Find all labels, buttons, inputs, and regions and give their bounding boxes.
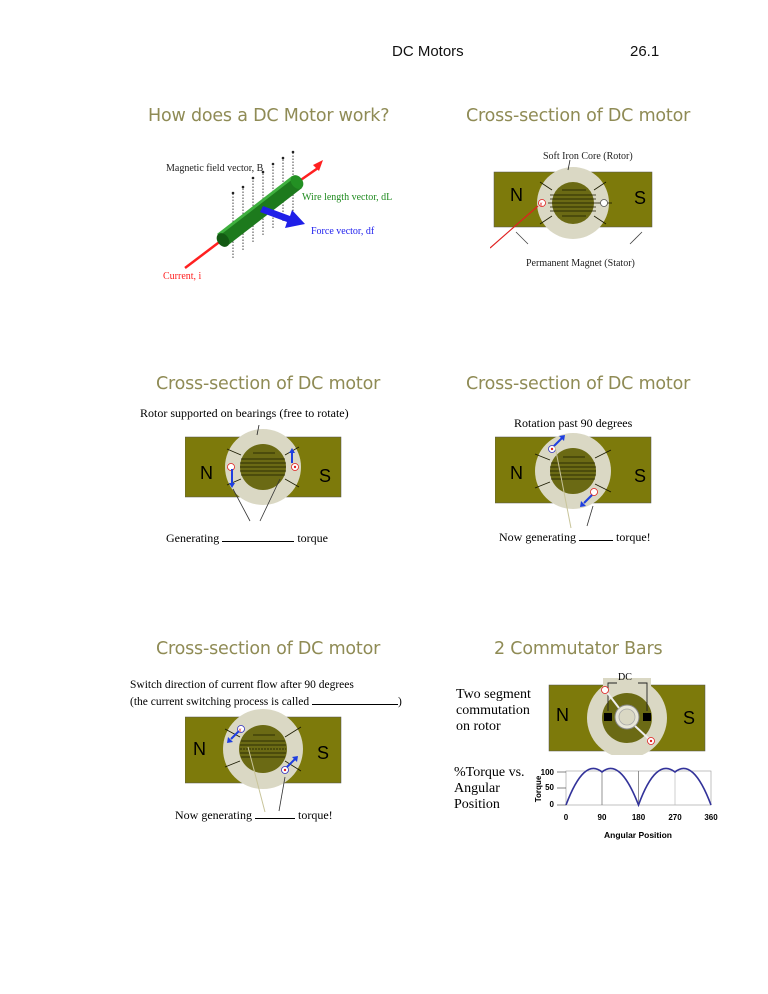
north-pole-label: N — [510, 185, 523, 205]
torque-description: %Torque vs. Angular Position — [454, 765, 525, 812]
conductor-icon — [600, 199, 608, 207]
slide-title: How does a DC Motor work? — [148, 106, 390, 126]
svg-text:0: 0 — [550, 800, 555, 809]
north-pole-label: N — [193, 739, 206, 759]
south-pole-label: S — [683, 708, 696, 728]
rotor-label: Soft Iron Core (Rotor) — [543, 151, 633, 162]
force-arrow-icon — [260, 206, 305, 228]
commutator-diagram — [548, 678, 706, 755]
conductor-plus-icon — [601, 686, 609, 694]
svg-text:Torque: Torque — [534, 775, 543, 802]
caption-bottom: Now generating torque! — [499, 529, 651, 544]
caption-bottom: Now generating torque! — [175, 807, 333, 822]
force-up-arrow-icon — [553, 437, 563, 447]
dc-wire-right — [638, 682, 648, 711]
svg-text:0: 0 — [564, 813, 569, 822]
wire-length-label: Wire length vector, dL — [302, 192, 393, 203]
slide-title: Cross-section of DC motor — [156, 374, 381, 394]
north-pole-label: N — [510, 463, 523, 483]
current-arrow-icon — [313, 160, 323, 171]
brush-left-icon — [604, 713, 612, 721]
slide-title: Cross-section of DC motor — [466, 374, 691, 394]
svg-text:50: 50 — [545, 783, 554, 792]
motor-cross-section-diagram: x — [185, 709, 342, 813]
caption-top: Rotation past 90 degrees — [514, 416, 633, 430]
south-pole-label: S — [317, 743, 330, 763]
lorentz-force-diagram — [184, 150, 323, 269]
south-pole-label: S — [634, 188, 647, 208]
stator-label: Permanent Magnet (Stator) — [526, 258, 635, 269]
svg-text:x: x — [239, 728, 242, 734]
force-vector-label: Force vector, df — [311, 226, 375, 237]
slide-cross-section-1: Cross-section of DC motor Soft Iron Core… — [440, 100, 700, 300]
page-number: 26.1 — [630, 43, 660, 60]
torque-curve — [565, 767, 712, 808]
fill-in-blank[interactable] — [222, 530, 295, 542]
motor-cross-section-diagram — [185, 425, 342, 522]
svg-text:270: 270 — [668, 813, 682, 822]
svg-text:x: x — [540, 202, 543, 208]
slide-how-dc-motor-works: How does a DC Motor work? — [130, 100, 410, 300]
brush-right-icon — [643, 713, 651, 721]
wire-cylinder-icon — [216, 175, 304, 247]
caption-top: Rotor supported on bearings (free to rot… — [140, 406, 349, 420]
slide-cross-section-4: Cross-section of DC motor Switch directi… — [130, 635, 420, 835]
slide-cross-section-3: Cross-section of DC motor Rotation past … — [440, 370, 700, 560]
south-pole-label: S — [634, 466, 647, 486]
magnetic-field-label: Magnetic field vector, B — [166, 163, 264, 174]
svg-text:Angular Position: Angular Position — [604, 830, 672, 840]
dc-wire-left — [607, 682, 617, 711]
fill-in-blank[interactable] — [312, 693, 399, 705]
document-title: DC Motors — [392, 43, 464, 60]
torque-chart: 100 50 0 0 90 180 270 360 Angular Positi… — [534, 767, 718, 840]
fill-in-blank[interactable] — [578, 529, 613, 541]
slide-title: Cross-section of DC motor — [156, 639, 381, 659]
svg-text:90: 90 — [598, 813, 607, 822]
caption-bottom: Generating torque — [166, 530, 328, 545]
slide-title: 2 Commutator Bars — [494, 639, 663, 659]
motor-cross-section-diagram: x — [490, 160, 653, 249]
caption-top-line1: Switch direction of current flow after 9… — [130, 679, 354, 691]
slide-commutator-bars: 2 Commutator Bars Two segment commutatio… — [440, 635, 720, 855]
force-down-arrow-icon — [583, 494, 593, 504]
force-up-arrow-icon — [286, 758, 296, 768]
north-pole-label: N — [556, 705, 569, 725]
current-label: Current, i — [163, 271, 202, 282]
slide-title: Cross-section of DC motor — [466, 106, 691, 126]
dc-label: DC — [618, 672, 632, 683]
slide-cross-section-2: Cross-section of DC motor Rotor supporte… — [130, 370, 390, 560]
force-down-arrow-icon — [230, 730, 240, 740]
motor-cross-section-diagram — [495, 433, 652, 529]
svg-text:360: 360 — [704, 813, 718, 822]
svg-text:100: 100 — [541, 768, 555, 777]
current-into-page-icon — [538, 199, 546, 207]
fill-in-blank[interactable] — [254, 807, 295, 819]
commutation-description: Two segment commutation on rotor — [456, 687, 531, 734]
svg-text:180: 180 — [632, 813, 646, 822]
north-pole-label: N — [200, 463, 213, 483]
south-pole-label: S — [319, 466, 332, 486]
caption-top-line2: (the current switching process is called… — [130, 693, 402, 708]
